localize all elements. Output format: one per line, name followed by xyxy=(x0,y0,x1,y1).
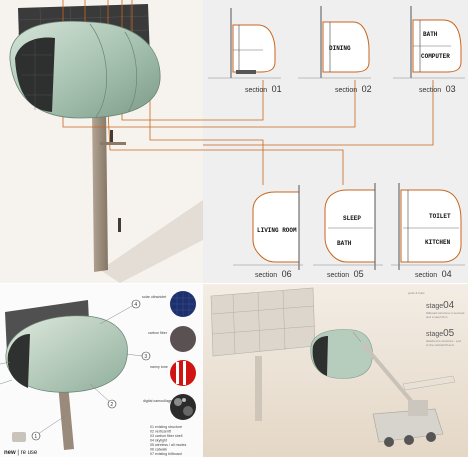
material-label: solar ultraviolet xyxy=(142,295,166,299)
section-03: BATH COMPUTER section 03 xyxy=(393,6,465,96)
swatch-camo: digital camouflage xyxy=(143,394,196,420)
legend-item: 01 existing structure xyxy=(150,425,182,429)
svg-text:3: 3 xyxy=(144,354,147,360)
section-02: DINING section 02 xyxy=(298,6,372,96)
svg-text:attached to structure - pod: attached to structure - pod xyxy=(426,339,461,343)
stage-05-label: stage05 attached to structure - pod to t… xyxy=(426,328,461,347)
section-06: LIVING ROOM section 06 xyxy=(233,185,303,281)
ground-object xyxy=(12,432,26,442)
billboard-pole xyxy=(92,110,108,272)
material-label: nanny tone xyxy=(150,365,168,369)
svg-text:1: 1 xyxy=(34,434,37,440)
legend-item: 06 catwalk xyxy=(150,448,167,452)
human-figure xyxy=(118,218,121,232)
callout-1: 1 xyxy=(31,431,41,441)
callout-2: 2 xyxy=(107,399,117,409)
pod-perspective-panel xyxy=(0,0,203,283)
materials-panel: 4 3 2 1 solar ultraviolet car xyxy=(0,284,203,457)
crane-drawing: pods & hoist stage04 billboard structure… xyxy=(203,284,468,457)
room-label: DINING xyxy=(329,45,351,52)
pod-shell xyxy=(5,315,128,393)
legend-item: 07 existing billboard xyxy=(150,452,182,456)
materials-drawing: 4 3 2 1 solar ultraviolet car xyxy=(0,291,196,456)
svg-text:section 01: section 01 xyxy=(245,79,282,96)
section-label: section xyxy=(419,87,441,94)
room-label: COMPUTER xyxy=(421,53,450,60)
swatch-solar: solar ultraviolet xyxy=(142,291,196,317)
room-label: BATH xyxy=(337,240,352,247)
room-label: TOILET xyxy=(429,213,451,220)
crane-rendering-panel: pods & hoist stage04 billboard structure… xyxy=(203,284,468,457)
callout-4: 4 xyxy=(131,299,141,309)
crane-truck xyxy=(372,400,444,447)
svg-text:billboard structure is secured: billboard structure is secured xyxy=(426,311,465,315)
stage-04-label: stage04 billboard structure is secured a… xyxy=(426,300,465,319)
callout-3: 3 xyxy=(141,351,151,361)
section-number: 05 xyxy=(354,269,364,279)
section-number: 04 xyxy=(442,269,452,279)
legend-item: 04 skylight xyxy=(150,439,167,443)
pole xyxy=(58,384,74,450)
section-04: TOILET KITCHEN section 04 xyxy=(391,183,465,281)
crane-boom xyxy=(361,342,420,411)
sections-drawing: section 01 DINING section 02 BATH COMPUT… xyxy=(203,6,465,281)
section-number: 03 xyxy=(446,84,456,94)
section-label: section xyxy=(327,272,349,279)
billboard xyxy=(210,287,316,357)
swatch-carbon: carbon fiber xyxy=(148,326,196,352)
material-label: carbon fiber xyxy=(148,331,168,335)
legend-item: 03 carbon fiber shell xyxy=(150,434,183,438)
section-label: section xyxy=(415,272,437,279)
svg-text:stage04: stage04 xyxy=(426,300,455,311)
svg-text:section 05: section 05 xyxy=(327,264,364,281)
legend-item: 05 wireless / all modes xyxy=(150,443,187,447)
room-label: SLEEP xyxy=(343,215,361,222)
svg-text:section 04: section 04 xyxy=(415,264,452,281)
section-number: 06 xyxy=(282,269,292,279)
section-01: section 01 xyxy=(208,8,282,96)
pole xyxy=(255,356,262,421)
swatch-red: nanny tone xyxy=(150,360,196,386)
pod-perspective-drawing xyxy=(9,0,203,283)
svg-text:section 06: section 06 xyxy=(255,264,292,281)
svg-text:2: 2 xyxy=(110,402,113,408)
legend-list: 01 existing structure 02 vertical lift 0… xyxy=(150,425,187,456)
legend-item: 02 vertical lift xyxy=(150,430,171,434)
material-label: digital camouflage xyxy=(143,399,172,403)
sections-panel: section 01 DINING section 02 BATH COMPUT… xyxy=(203,0,468,283)
svg-text:to the vertical lift and: to the vertical lift and xyxy=(426,343,454,347)
section-number: 01 xyxy=(272,84,282,94)
svg-text:and a steel lift is: and a steel lift is xyxy=(426,315,448,319)
section-number: 02 xyxy=(362,84,372,94)
ground-shadow xyxy=(100,200,203,283)
room-label: KITCHEN xyxy=(425,239,451,246)
room-label: LIVING ROOM xyxy=(257,227,297,234)
room-label: BATH xyxy=(423,31,438,38)
section-05: SLEEP BATH section 05 xyxy=(313,183,383,281)
section-label: section xyxy=(245,87,267,94)
section-label: section xyxy=(335,87,357,94)
svg-text:section 03: section 03 xyxy=(419,79,456,96)
svg-text:stage05: stage05 xyxy=(426,328,455,339)
svg-text:4: 4 xyxy=(134,302,137,308)
lowboy xyxy=(402,375,456,391)
svg-text:section 02: section 02 xyxy=(335,79,372,96)
brand-logo: new | re use xyxy=(4,450,38,456)
section-label: section xyxy=(255,272,277,279)
panel-header: pods & hoist xyxy=(408,291,425,295)
